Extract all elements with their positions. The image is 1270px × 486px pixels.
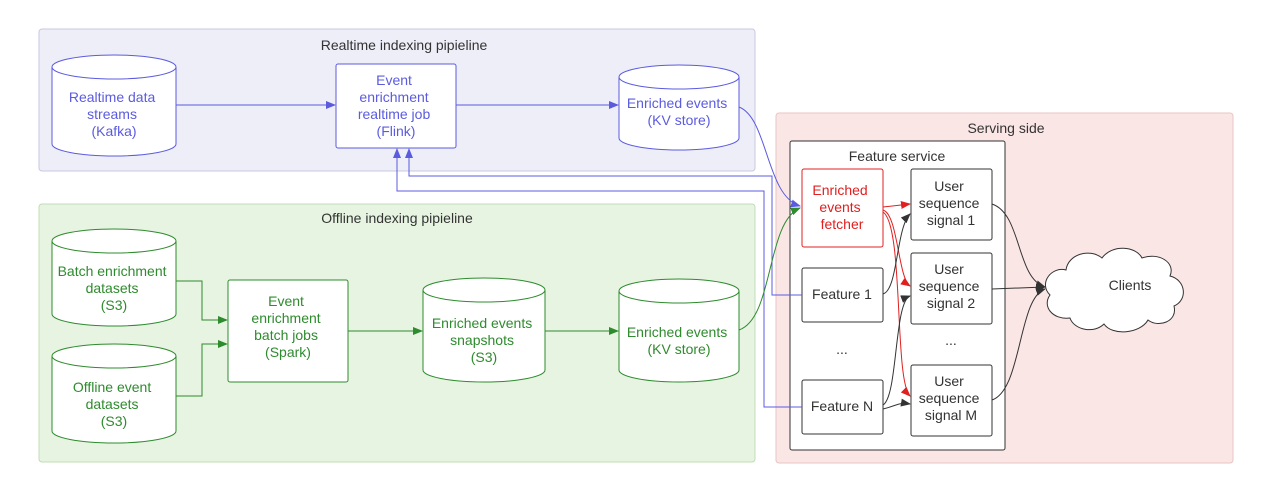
offline-group-title: Offline indexing pipieline xyxy=(321,210,473,226)
signal-m-line: signal M xyxy=(925,407,977,423)
realtime-group-title: Realtime indexing pipieline xyxy=(321,37,488,53)
feature-n-label: Feature N xyxy=(811,398,873,414)
svg-text:Enriched events snapshot: Enriched events snapshots (S3) xyxy=(432,315,536,365)
enriched-events-fetcher-node: Enriched events fetcher xyxy=(801,168,884,248)
snapshots-line: snapshots xyxy=(450,332,514,348)
realtime-job-line: enrichment xyxy=(359,89,428,105)
signal-2-line: signal 2 xyxy=(927,295,975,311)
realtime-kv-store-node: Enriched events (KV store) xyxy=(618,64,740,151)
fetcher-line: fetcher xyxy=(821,216,864,232)
realtime-streams-line: Realtime data xyxy=(69,89,156,105)
signal-m-line: sequence xyxy=(919,390,980,406)
realtime-streams-line: (Kafka) xyxy=(91,123,136,139)
edge-featuren-to-signal2 xyxy=(882,295,911,406)
edge-featuren-to-flink xyxy=(393,148,802,408)
batch-datasets-line: (S3) xyxy=(101,297,127,313)
edge-fetcher-to-signalm xyxy=(882,211,911,397)
fetcher-line: events xyxy=(819,199,860,215)
edge-feature1-to-flink xyxy=(405,148,802,296)
batch-job-line: enrichment xyxy=(251,310,320,326)
realtime-streams-line: streams xyxy=(87,106,137,122)
svg-text:Batch enrichment dataset: Batch enrichment datasets (S3) xyxy=(58,263,171,313)
batch-job-line: Event xyxy=(268,293,304,309)
offline-group xyxy=(38,203,756,463)
edge-realtime-kv-to-fetcher xyxy=(738,106,801,208)
signal-2-line: sequence xyxy=(919,278,980,294)
edge-offline-kv-to-fetcher xyxy=(738,207,801,331)
signal-m-line: User xyxy=(934,373,964,389)
signal-1-line: User xyxy=(934,178,964,194)
batch-datasets-line: Batch enrichment xyxy=(58,263,167,279)
feature-1-label: Feature 1 xyxy=(812,286,872,302)
edge-fetcher-to-signal1 xyxy=(882,201,911,209)
svg-text:User sequence sign: User sequence signal 2 xyxy=(919,261,984,311)
snapshots-node: Enriched events snapshots (S3) xyxy=(422,277,546,383)
edge-fetcher-to-signal2 xyxy=(882,209,911,287)
batch-job-line: (Spark) xyxy=(265,344,311,360)
signal-m-node: User sequence signal M xyxy=(910,364,993,437)
realtime-job-line: (Flink) xyxy=(377,123,416,139)
edge-signalm-to-clients xyxy=(991,288,1046,401)
batch-enrichment-datasets-node: Batch enrichment datasets (S3) xyxy=(51,228,177,327)
svg-text:Event enrichment r: Event enrichment realtime job (Flink) xyxy=(358,72,434,139)
snapshots-line: Enriched events xyxy=(432,315,532,331)
svg-text:User sequence sign: User sequence signal 1 xyxy=(919,178,984,228)
signal-ellipsis: ... xyxy=(945,332,957,348)
feature-1-node: Feature 1 xyxy=(801,267,884,323)
edge-batch-datasets-to-spark xyxy=(176,280,228,324)
signal-2-line: User xyxy=(934,261,964,277)
offline-event-datasets-node: Offline event datasets (S3) xyxy=(51,343,177,444)
signal-1-line: sequence xyxy=(919,195,980,211)
snapshots-line: (S3) xyxy=(471,349,497,365)
realtime-kv-line: (KV store) xyxy=(647,112,710,128)
signal-1-line: signal 1 xyxy=(927,212,975,228)
svg-text:Enriched events fe: Enriched events fetcher xyxy=(812,182,871,232)
edge-feature1-to-signal1 xyxy=(882,213,911,295)
batch-datasets-line: datasets xyxy=(86,280,139,296)
realtime-job-line: realtime job xyxy=(358,106,431,122)
edge-featuren-to-signalm xyxy=(882,398,911,410)
svg-text:Offline event datasets: Offline event datasets (S3) xyxy=(73,379,155,429)
event-datasets-line: Offline event xyxy=(73,379,151,395)
realtime-kv-line: Enriched events xyxy=(627,95,727,111)
svg-text:Enriched events (KV stor: Enriched events (KV store) xyxy=(627,324,731,357)
event-datasets-line: datasets xyxy=(86,396,139,412)
fetcher-line: Enriched xyxy=(812,182,867,198)
svg-text:Event enrichment b: Event enrichment batch jobs (Spark) xyxy=(251,293,324,360)
realtime-data-streams-node: Realtime data streams (Kafka) xyxy=(51,54,177,157)
feature-n-node: Feature N xyxy=(801,379,884,435)
svg-text:Realtime data streams: Realtime data streams (Kafka) xyxy=(69,89,159,139)
clients-cloud-node: Clients xyxy=(1044,247,1184,333)
feature-service-title: Feature service xyxy=(849,148,946,164)
svg-text:User sequence sign: User sequence signal M xyxy=(919,373,984,423)
clients-label: Clients xyxy=(1109,277,1152,293)
batch-enrichment-job-node: Event enrichment batch jobs (Spark) xyxy=(227,279,349,383)
serving-group-title: Serving side xyxy=(967,120,1044,136)
offline-kv-store-node: Enriched events (KV store) xyxy=(618,278,740,383)
offline-kv-line: Enriched events xyxy=(627,324,727,340)
realtime-enrichment-job-node: Event enrichment realtime job (Flink) xyxy=(335,63,457,149)
edge-signal2-to-clients xyxy=(991,283,1046,292)
realtime-job-line: Event xyxy=(376,72,412,88)
signal-1-node: User sequence signal 1 xyxy=(910,168,993,241)
edge-signal1-to-clients xyxy=(991,203,1046,289)
offline-kv-line: (KV store) xyxy=(647,341,710,357)
svg-text:Enriched events (KV stor: Enriched events (KV store) xyxy=(627,95,731,128)
edge-event-datasets-to-spark xyxy=(176,340,228,397)
event-datasets-line: (S3) xyxy=(101,413,127,429)
signal-2-node: User sequence signal 2 xyxy=(910,252,993,325)
batch-job-line: batch jobs xyxy=(254,327,318,343)
feature-ellipsis: ... xyxy=(836,341,848,357)
